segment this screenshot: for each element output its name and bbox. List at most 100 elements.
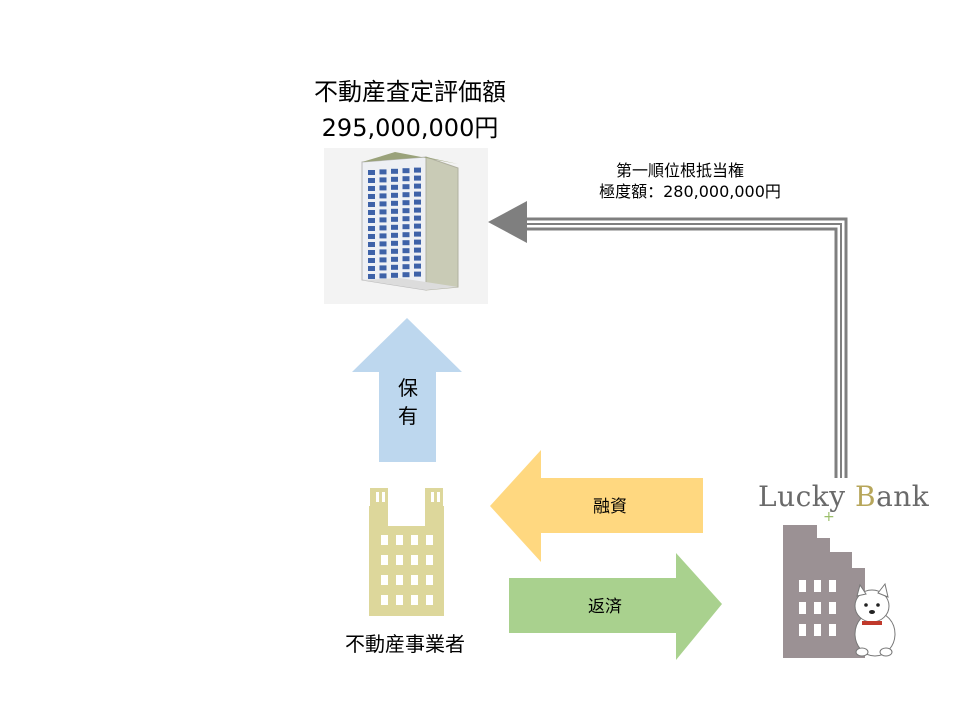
property-window bbox=[414, 239, 421, 245]
property-window bbox=[391, 176, 398, 182]
property-window bbox=[391, 208, 398, 214]
property-window bbox=[414, 255, 421, 261]
hold-arrow-label-line-1: 保 bbox=[398, 376, 418, 400]
bank-window bbox=[799, 624, 806, 636]
property-window bbox=[391, 264, 398, 270]
property-window bbox=[414, 167, 421, 173]
property-window bbox=[368, 202, 375, 207]
property-window bbox=[368, 258, 375, 263]
repay-arrow-label: 返済 bbox=[588, 597, 622, 617]
property-window bbox=[379, 249, 387, 255]
property-window bbox=[368, 186, 375, 191]
hold-arrow bbox=[352, 318, 462, 462]
property-window bbox=[402, 168, 410, 174]
developer-window bbox=[426, 535, 433, 545]
lien-amount: 極度額：280,000,000円 bbox=[599, 182, 781, 201]
property-window bbox=[402, 208, 410, 214]
property-window bbox=[379, 177, 387, 183]
bank-window bbox=[799, 602, 806, 614]
bank-window bbox=[814, 602, 821, 614]
developer-window bbox=[381, 535, 388, 545]
property-window bbox=[402, 272, 410, 278]
property-valuation-amount: 295,000,000円 bbox=[321, 114, 499, 142]
property-window bbox=[402, 256, 410, 262]
developer-window bbox=[426, 575, 433, 585]
dog-mascot-image bbox=[854, 582, 896, 657]
developer-label: 不動産事業者 bbox=[345, 632, 465, 656]
developer-window bbox=[381, 555, 388, 565]
lien-label: 第一順位根抵当権 bbox=[615, 161, 744, 180]
property-window bbox=[391, 240, 398, 246]
hold-arrow-label-line-2: 有 bbox=[398, 404, 418, 428]
property-window bbox=[402, 216, 410, 222]
property-window bbox=[402, 232, 410, 238]
bank-name-part-2: ank bbox=[876, 480, 930, 513]
property-window bbox=[402, 184, 410, 190]
property-window bbox=[379, 241, 387, 247]
lien-arrow bbox=[488, 201, 848, 478]
developer-window bbox=[411, 595, 418, 605]
property-window bbox=[414, 223, 421, 229]
property-window bbox=[379, 265, 387, 271]
property-window bbox=[368, 242, 375, 247]
developer-window bbox=[396, 535, 403, 545]
property-window bbox=[414, 247, 421, 253]
property-window bbox=[391, 248, 398, 254]
developer-window bbox=[381, 575, 388, 585]
developer-window bbox=[411, 555, 418, 565]
property-window bbox=[402, 248, 410, 254]
property-window bbox=[402, 240, 410, 246]
property-window bbox=[368, 218, 375, 223]
developer-window bbox=[396, 595, 403, 605]
bank-window bbox=[814, 624, 821, 636]
property-window bbox=[368, 226, 375, 231]
property-window bbox=[379, 209, 387, 215]
property-window bbox=[368, 194, 375, 199]
bank-name: Lucky Bank bbox=[758, 480, 929, 513]
property-window bbox=[379, 233, 387, 239]
property-window bbox=[414, 215, 421, 221]
bank-name-part-1: Lucky bbox=[758, 480, 855, 513]
property-window bbox=[368, 250, 375, 255]
property-window bbox=[414, 231, 421, 237]
property-window bbox=[414, 199, 421, 205]
property-window bbox=[391, 256, 398, 262]
property-window bbox=[414, 263, 421, 269]
property-window bbox=[368, 178, 375, 183]
bank-window bbox=[799, 580, 806, 592]
property-window bbox=[402, 176, 410, 182]
property-building-image bbox=[324, 148, 488, 304]
bank-window bbox=[829, 624, 836, 636]
property-window bbox=[402, 264, 410, 270]
property-window bbox=[379, 185, 387, 191]
property-window bbox=[414, 175, 421, 181]
loan-arrow bbox=[490, 450, 703, 562]
property-window bbox=[379, 273, 387, 279]
developer-window bbox=[381, 595, 388, 605]
developer-building-icon bbox=[369, 488, 444, 616]
property-window bbox=[379, 257, 387, 263]
loan-arrow-label: 融資 bbox=[593, 497, 627, 517]
developer-window bbox=[426, 555, 433, 565]
property-window bbox=[391, 216, 398, 222]
developer-window bbox=[396, 555, 403, 565]
property-window bbox=[368, 234, 375, 239]
bank-window bbox=[829, 580, 836, 592]
property-window bbox=[414, 271, 421, 277]
property-window bbox=[414, 207, 421, 213]
property-window bbox=[402, 200, 410, 206]
bank-window bbox=[829, 602, 836, 614]
bank-window bbox=[814, 580, 821, 592]
bank-building-icon: + bbox=[783, 509, 865, 658]
property-window bbox=[391, 192, 398, 198]
property-window bbox=[391, 200, 398, 206]
repay-arrow bbox=[509, 553, 722, 660]
property-window bbox=[368, 266, 375, 271]
property-window bbox=[391, 232, 398, 238]
property-window bbox=[391, 224, 398, 230]
property-window bbox=[379, 169, 387, 175]
property-window bbox=[379, 217, 387, 223]
hold-arrow-label: 保 有 bbox=[380, 374, 436, 430]
property-window bbox=[368, 274, 375, 279]
